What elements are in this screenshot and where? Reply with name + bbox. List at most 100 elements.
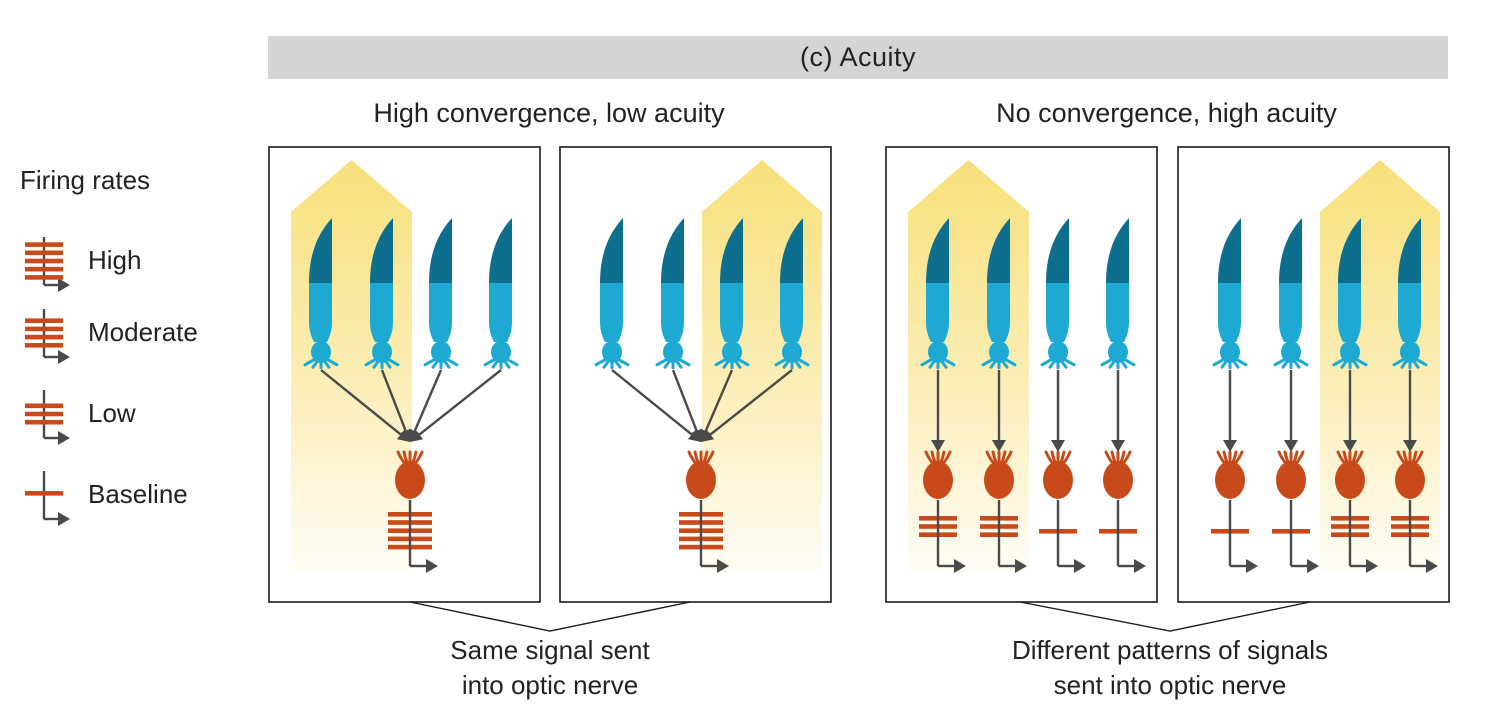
ganglion-cell-2-soma (1043, 461, 1073, 499)
direct-arrow-3-head (1403, 440, 1417, 452)
output-3-axon-head (1426, 559, 1438, 573)
cone-1 (1273, 218, 1309, 370)
legend-stack (25, 491, 63, 496)
cone-2-foot-4 (439, 354, 459, 367)
legend-glyph-high (25, 237, 70, 292)
legend-arrow-head (58, 512, 70, 526)
direct-arrow-2-head (1343, 440, 1357, 452)
ganglion-cell-0-soma (923, 461, 953, 499)
cone-1-foot-4 (380, 354, 400, 367)
legend-glyph-low (25, 390, 70, 445)
cone-2-foot-4 (1348, 354, 1368, 367)
ganglion-cell-3-soma (1103, 461, 1133, 499)
convergence-arrow-2-shaft (413, 369, 443, 432)
legend-stack (25, 318, 63, 348)
cone-1-outer-segment (987, 218, 1010, 283)
section-banner: (c) Acuity (268, 36, 1448, 79)
caption-different-line2: sent into optic nerve (1053, 670, 1287, 700)
cone-2-outer-segment (429, 218, 452, 283)
legend-arrow-head (58, 350, 70, 364)
caption-connector-left (409, 601, 691, 632)
cone-1-inner-segment (661, 283, 684, 342)
cone-1-inner-segment (370, 283, 393, 342)
caption-same-signal: Same signal sent into optic nerve (370, 633, 730, 703)
ganglion-cell-1 (984, 450, 1014, 499)
convergence-arrow-0-shaft (320, 369, 402, 436)
output-3-axon-head (1134, 559, 1146, 573)
subhead-no-convergence: No convergence, high acuity (996, 98, 1337, 128)
cone-0-inner-segment (600, 283, 623, 342)
direct-arrow-1-head (992, 440, 1006, 452)
cone-1-foot-4 (997, 354, 1017, 367)
ganglion-cell-0 (923, 450, 953, 499)
cone-2-outer-segment (720, 218, 743, 283)
cone-3 (1100, 218, 1136, 370)
legend-stack (25, 403, 63, 425)
cone-0 (303, 218, 339, 370)
cone-3-foot-4 (499, 354, 519, 367)
caption-different-line1: Different patterns of signals (1011, 635, 1329, 665)
cone-2-foot-4 (1056, 354, 1076, 367)
ganglion-cell-3 (1395, 450, 1425, 499)
caption-same-signal-line2: into optic nerve (461, 670, 639, 700)
legend-stack-bar-0 (25, 318, 63, 323)
cone-3-inner-segment (780, 283, 803, 342)
cone-3-foot-4 (1116, 354, 1136, 367)
convergence-arrow-3-shaft (709, 369, 793, 436)
legend-label-low: Low (88, 398, 136, 428)
cone-1 (981, 218, 1017, 370)
convergence-arrow-3-head (701, 429, 715, 442)
ganglion-cell-3-soma (1395, 461, 1425, 499)
ganglion-cell-1-soma (984, 461, 1014, 499)
cone-0-inner-segment (309, 283, 332, 342)
cone-3 (483, 218, 519, 370)
cone-3-inner-segment (1106, 283, 1129, 342)
cone-3-inner-segment (489, 283, 512, 342)
output-2-axon-head (1366, 559, 1378, 573)
ganglion-cell-2-soma (1335, 461, 1365, 499)
cone-3-outer-segment (489, 218, 512, 283)
output-0-axon-head (1246, 559, 1258, 573)
panel-convergent-right-lit (594, 218, 810, 573)
output-axon-head (426, 559, 438, 573)
cone-0-outer-segment (309, 218, 332, 283)
legend-stack-bar-1 (25, 411, 63, 417)
cone-0-outer-segment (600, 218, 623, 283)
cone-2 (1040, 218, 1076, 370)
ganglion-cell-0 (1215, 450, 1245, 499)
cone-1-outer-segment (661, 218, 684, 283)
cone-2-foot-4 (730, 354, 750, 367)
ganglion-cell-soma (686, 461, 716, 499)
cone-0 (594, 218, 630, 370)
output-1-axon-head (1307, 559, 1319, 573)
cone-2 (1332, 218, 1368, 370)
light-beam-separate-left-lit (908, 160, 1029, 572)
light-beam-convergent-right-lit (702, 160, 822, 572)
output-axon-head (717, 559, 729, 573)
direct-arrow-3-head (1111, 440, 1125, 452)
cone-1-foot-4 (671, 354, 691, 367)
cone-2-inner-segment (1338, 283, 1361, 342)
legend-stack (25, 242, 63, 280)
legend-label-baseline: Baseline (88, 479, 188, 509)
caption-connector-right (1019, 601, 1311, 632)
output-2-axon-head (1074, 559, 1086, 573)
ganglion-cell-1-soma (1276, 461, 1306, 499)
cone-2-inner-segment (720, 283, 743, 342)
convergence-arrow-1-shaft (380, 369, 407, 432)
panel-frame-separate-right-lit (1177, 146, 1450, 603)
convergence-arrow-2-shaft (704, 369, 734, 432)
legend-stack-bar-0 (25, 403, 63, 409)
cone-3 (774, 218, 810, 370)
cone-3-foot-4 (1408, 354, 1428, 367)
cone-2 (423, 218, 459, 370)
legend-label-moderate: Moderate (88, 317, 198, 347)
caption-same-signal-line1: Same signal sent (450, 635, 650, 665)
ganglion-cell (395, 450, 425, 499)
legend-label-high: High (88, 245, 142, 275)
direct-arrow-0-head (1223, 440, 1237, 452)
legend-title: Firing rates (20, 165, 151, 195)
ganglion-cell-3 (1103, 450, 1133, 499)
panel-frame-convergent-left-lit (268, 146, 541, 603)
